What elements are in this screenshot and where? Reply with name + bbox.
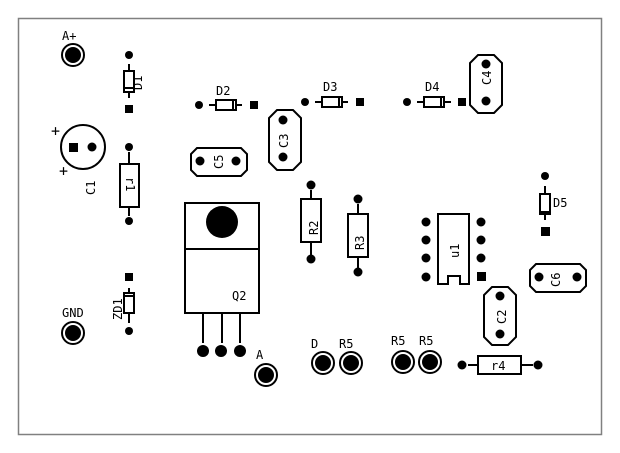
terminal-a[interactable]: A [254,348,278,387]
capacitor-c2-label: C2 [495,310,509,324]
capacitor-c5-label: C5 [212,155,226,169]
terminal-gnd-label: GND [62,306,84,320]
pad [87,142,97,152]
q2-mounting-hole [206,206,238,238]
terminal-r5-1[interactable]: R5 [339,337,363,375]
capacitor-c6[interactable]: C6 [529,263,587,293]
resistor-r3-label: R3 [353,236,367,250]
terminal-r5-3-label: R5 [419,334,433,348]
resistor-r4-label: r4 [491,359,505,373]
capacitor-c4[interactable]: C4 [469,54,503,114]
diode-d5[interactable]: D5 [539,172,567,236]
terminal-a-plus[interactable]: A+ [61,29,85,67]
terminal-a-label: A [256,348,264,362]
diode-d2[interactable]: D2 [195,84,258,111]
capacitor-c6-label: C6 [549,273,563,287]
pad [125,51,133,59]
diode-d1[interactable]: D1 [123,51,145,113]
resistor-body [119,163,140,208]
capacitor-c5[interactable]: C5 [190,147,248,177]
terminal-r5-2-label: R5 [391,334,405,348]
resistor-r2-label: R2 [307,221,321,235]
transistor-q2[interactable]: Q2 [184,202,260,357]
terminal-r5-1-label: R5 [339,337,353,351]
square-pad [69,143,78,152]
terminal-r5-2[interactable]: R5 [391,334,415,374]
square-pad [125,105,133,113]
ic-u1[interactable]: u1 [421,213,487,285]
resistor-r1-label: r1 [123,177,137,191]
terminal-r5-3[interactable]: R5 [418,334,442,374]
diode-d4[interactable]: D4 [403,80,466,108]
capacitor-c2[interactable]: C2 [483,286,517,346]
diode-d2-label: D2 [216,84,230,98]
diode-d3-label: D3 [323,80,337,94]
resistor-r1[interactable]: r1 [119,143,140,225]
terminal-a-plus-label: A+ [62,29,76,43]
diode-d1-label: D1 [131,76,145,90]
capacitor-c1[interactable]: + + C1 [51,122,106,195]
resistor-r4[interactable]: r4 [457,355,543,375]
capacitor-c1-label: C1 [84,181,98,195]
terminal-gnd[interactable]: GND [61,306,85,345]
c1-plus-sign: + [51,122,60,140]
terminal-d-label: D [311,337,318,351]
resistor-r3[interactable]: R3 [347,194,369,277]
resistor-r2[interactable]: R2 [300,180,322,264]
diode-zd1-label: ZD1 [111,298,125,320]
c1-plus-sign-2: + [59,162,68,180]
capacitor-c3-label: C3 [277,134,291,148]
pad-ring [61,43,85,67]
capacitor-c4-label: C4 [480,71,494,85]
transistor-q2-label: Q2 [232,289,246,303]
diode-body [123,70,135,93]
diode-d5-label: D5 [553,196,567,210]
u1-body [437,213,470,285]
board-outline [17,17,603,436]
diode-d4-label: D4 [425,80,439,94]
diode-zd1[interactable]: ZD1 [111,273,135,335]
terminal-d[interactable]: D [311,337,335,375]
diode-d3[interactable]: D3 [301,80,364,108]
capacitor-c3[interactable]: C3 [268,109,302,171]
c1-outline [60,124,106,170]
ic-u1-label: u1 [448,244,462,258]
pad [65,47,81,63]
